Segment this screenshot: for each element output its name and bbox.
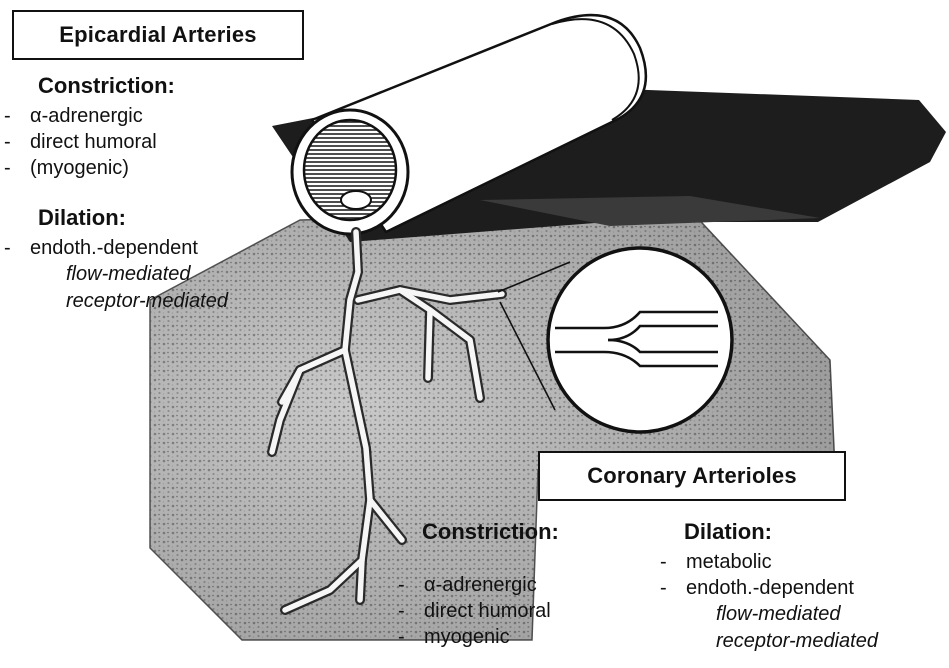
list-item: -metabolic xyxy=(660,549,878,575)
list-item: -direct humoral xyxy=(4,129,175,155)
list-marker: - xyxy=(398,572,424,598)
list-item-text: α-adrenergic xyxy=(30,105,143,127)
list-item: -(myogenic) xyxy=(4,155,175,181)
list-item: -endoth.-dependent xyxy=(4,235,228,261)
arterioles-constriction-list: -α-adrenergic -direct humoral -myogenic xyxy=(398,572,559,650)
list-subitem: flow-mediated xyxy=(66,261,228,288)
epicardial-constriction-section: Constriction: -α-adrenergic -direct humo… xyxy=(4,72,175,181)
list-item-text: metabolic xyxy=(686,551,772,573)
list-marker: - xyxy=(4,103,30,129)
arterioles-constriction-section: Constriction: -α-adrenergic -direct humo… xyxy=(398,518,559,650)
list-item-text: direct humoral xyxy=(424,600,551,622)
list-item: -α-adrenergic xyxy=(398,572,559,598)
list-marker: - xyxy=(4,235,30,261)
epicardial-dilation-section: Dilation: -endoth.-dependent flow-mediat… xyxy=(4,204,228,315)
list-item-text: endoth.-dependent xyxy=(30,237,198,259)
list-item-text: α-adrenergic xyxy=(424,574,537,596)
list-item: -direct humoral xyxy=(398,598,559,624)
list-subitem: flow-mediated xyxy=(716,601,878,628)
list-marker: - xyxy=(660,575,686,601)
list-marker: - xyxy=(4,129,30,155)
list-marker: - xyxy=(398,624,424,650)
list-marker: - xyxy=(660,549,686,575)
epicardial-dilation-subitems: flow-mediated receptor-mediated xyxy=(66,261,228,315)
list-item-text: (myogenic) xyxy=(30,157,129,179)
epicardial-arteries-title: Epicardial Arteries xyxy=(12,10,304,60)
list-subitem: receptor-mediated xyxy=(716,628,878,655)
epicardial-dilation-list: -endoth.-dependent xyxy=(4,235,228,261)
epicardial-constriction-list: -α-adrenergic -direct humoral -(myogenic… xyxy=(4,103,175,181)
list-item-text: endoth.-dependent xyxy=(686,577,854,599)
list-item-text: direct humoral xyxy=(30,131,157,153)
epicardial-dilation-heading: Dilation: xyxy=(38,204,228,232)
list-item: -α-adrenergic xyxy=(4,103,175,129)
arterioles-dilation-section: Dilation: -metabolic -endoth.-dependent … xyxy=(660,518,878,655)
arterioles-constriction-heading: Constriction: xyxy=(422,518,559,546)
coronary-arterioles-title: Coronary Arterioles xyxy=(538,451,846,501)
list-item: -myogenic xyxy=(398,624,559,650)
list-subitem: receptor-mediated xyxy=(66,288,228,315)
list-item-text: myogenic xyxy=(424,626,510,648)
arterioles-dilation-subitems: flow-mediated receptor-mediated xyxy=(716,601,878,655)
list-marker: - xyxy=(398,598,424,624)
list-marker: - xyxy=(4,155,30,181)
list-item: -endoth.-dependent xyxy=(660,575,878,601)
epicardial-constriction-heading: Constriction: xyxy=(38,72,175,100)
arterioles-dilation-heading: Dilation: xyxy=(684,518,878,546)
arterioles-dilation-list: -metabolic -endoth.-dependent xyxy=(660,549,878,601)
